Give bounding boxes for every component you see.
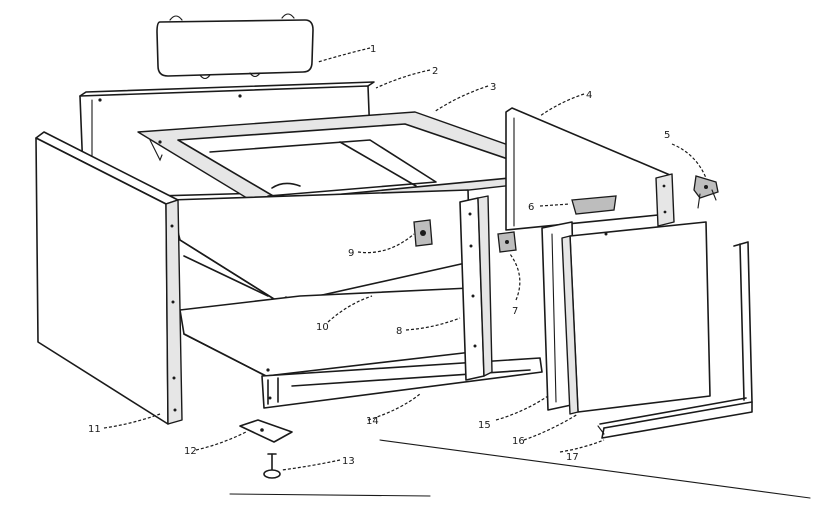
- callout-arrows: [103, 47, 707, 471]
- callout-15: 15: [478, 420, 491, 431]
- floor-lines: [229, 439, 811, 499]
- callout-9: 9: [348, 248, 354, 259]
- callout-12: 12: [184, 446, 197, 457]
- callout-4: 4: [586, 90, 592, 101]
- callout-8: 8: [396, 326, 402, 337]
- part-7-small-bracket: [497, 231, 517, 253]
- callout-7: 7: [512, 306, 518, 317]
- callout-10: 10: [316, 322, 329, 333]
- part-9-latch: [413, 219, 433, 247]
- callout-2: 2: [432, 66, 438, 77]
- callout-1: 1: [370, 44, 376, 55]
- part-3-top-frame: [137, 111, 597, 213]
- upper-shelf: [169, 189, 471, 305]
- part-5-hinge: [655, 173, 719, 227]
- part-6-bracket: [571, 195, 617, 215]
- callout-14: 14: [366, 416, 379, 427]
- callout-17: 17: [566, 452, 579, 463]
- part-16-door-panel: [561, 221, 711, 415]
- callout-labels: 1 2 3 4 5 6 7 8 9 10 11 12 13 14 15 16 1…: [88, 44, 670, 467]
- part-17-tube-frame: [597, 241, 753, 439]
- callout-16: 16: [512, 436, 525, 447]
- part-12-leveling-plate: [239, 419, 293, 443]
- callout-6: 6: [528, 202, 534, 213]
- callout-11: 11: [88, 424, 101, 435]
- part-8-center-post: [459, 195, 493, 381]
- part-1-top-cover: [156, 13, 314, 80]
- callout-5: 5: [664, 130, 670, 141]
- callout-13: 13: [342, 456, 355, 467]
- part-13-leveling-foot: [263, 453, 281, 479]
- callout-3: 3: [490, 82, 496, 93]
- part-11-left-side-panel: [35, 131, 183, 425]
